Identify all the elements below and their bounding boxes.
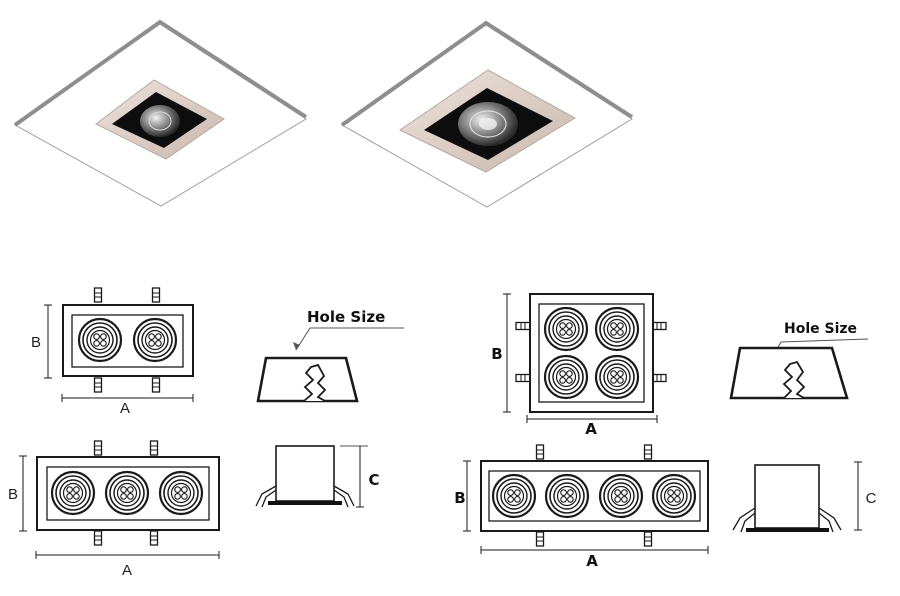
hole-size-diagram-right: Hole Size — [729, 321, 869, 400]
hole-size-label: Hole Size — [307, 308, 385, 326]
dim-c-label: C — [368, 471, 379, 489]
dim-b-label: B — [454, 489, 465, 507]
side-view-right: C — [732, 461, 877, 533]
drawing-three-lamp-front: B A — [8, 440, 220, 579]
product-photo-single-square-large — [340, 20, 634, 208]
dim-b-label: B — [31, 334, 41, 351]
product-photo-single-square — [13, 19, 308, 207]
hole-size-label: Hole Size — [784, 321, 857, 337]
dim-a-label: A — [120, 400, 130, 417]
side-view-left: C — [255, 445, 380, 508]
dim-a-label: A — [585, 420, 597, 438]
drawing-two-lamp-front: B A — [31, 287, 194, 417]
dim-b-label: B — [8, 486, 18, 503]
drawing-four-lamp-square: B A — [491, 293, 667, 438]
hole-size-diagram-left: Hole Size — [256, 308, 404, 403]
dim-a-label: A — [122, 562, 132, 579]
drawing-four-lamp-linear: B A — [454, 444, 709, 570]
dim-b-label: B — [491, 345, 502, 363]
dim-a-label: A — [586, 552, 598, 570]
dim-c-label: C — [866, 490, 877, 507]
